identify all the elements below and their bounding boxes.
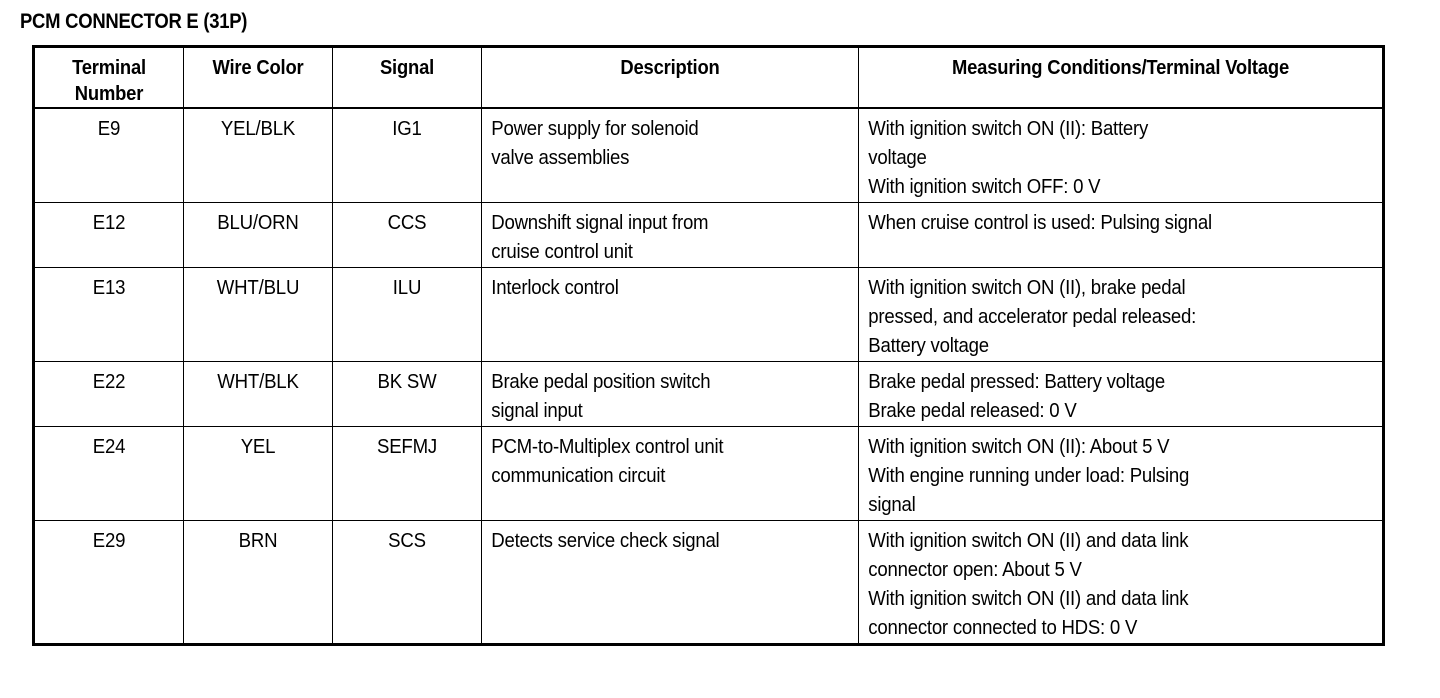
cell-terminal-value: E22: [92, 371, 126, 393]
cell-wire-color-value: WHT/BLU: [216, 277, 300, 299]
cell-measuring: With ignition switch ON (II), brake peda…: [858, 267, 1384, 362]
cell-wire-color-value: BRN: [238, 530, 278, 552]
cell-description-value: Brake pedal position switch signal input: [491, 371, 711, 422]
table-header-row: Terminal Number Wire Color Signal Descri…: [33, 46, 1384, 109]
cell-measuring-value: With ignition switch ON (II): Battery vo…: [868, 118, 1149, 198]
column-header-terminal-number: Terminal Number: [33, 46, 184, 109]
cell-measuring-value: When cruise control is used: Pulsing sig…: [868, 212, 1212, 234]
table-row: E13 WHT/BLU ILU Interlock control With i…: [33, 267, 1384, 362]
pcm-connector-table-wrapper: Terminal Number Wire Color Signal Descri…: [32, 45, 1385, 646]
table-row: E9 YEL/BLK IG1 Power supply for solenoid…: [33, 107, 1384, 203]
table-row: E22 WHT/BLK BK SW Brake pedal position s…: [33, 361, 1384, 427]
cell-measuring: When cruise control is used: Pulsing sig…: [858, 202, 1384, 268]
cell-signal: SCS: [332, 520, 482, 645]
pcm-connector-table: Terminal Number Wire Color Signal Descri…: [32, 45, 1385, 646]
cell-description-value: PCM-to-Multiplex control unit communicat…: [491, 436, 724, 487]
table-row: E12 BLU/ORN CCS Downshift signal input f…: [33, 202, 1384, 268]
cell-signal-value: BK SW: [377, 371, 437, 393]
column-header-description: Description: [481, 46, 859, 109]
cell-description-value: Downshift signal input from cruise contr…: [491, 212, 709, 263]
cell-signal-value: ILU: [392, 277, 422, 299]
cell-wire-color: YEL/BLK: [183, 107, 333, 203]
table-body: E9 YEL/BLK IG1 Power supply for solenoid…: [33, 107, 1384, 645]
cell-signal: ILU: [332, 267, 482, 362]
table-row: E29 BRN SCS Detects service check signal…: [33, 520, 1384, 645]
cell-wire-color-value: YEL: [240, 436, 276, 458]
cell-description: Detects service check signal: [481, 520, 859, 645]
cell-signal: BK SW: [332, 361, 482, 427]
cell-signal: SEFMJ: [332, 426, 482, 521]
cell-measuring: With ignition switch ON (II): Battery vo…: [858, 107, 1384, 203]
cell-terminal-value: E29: [92, 530, 126, 552]
cell-description-value: Power supply for solenoid valve assembli…: [491, 118, 699, 169]
column-header-wire-color-label: Wire Color: [212, 57, 304, 79]
cell-wire-color: BRN: [183, 520, 333, 645]
cell-measuring: Brake pedal pressed: Battery voltage Bra…: [858, 361, 1384, 427]
cell-signal: IG1: [332, 107, 482, 203]
cell-measuring-value: Brake pedal pressed: Battery voltage Bra…: [868, 371, 1165, 422]
cell-description: Brake pedal position switch signal input: [481, 361, 859, 427]
cell-signal-value: SEFMJ: [376, 436, 438, 458]
cell-signal-value: SCS: [388, 530, 426, 552]
cell-terminal-value: E13: [92, 277, 126, 299]
table-header: Terminal Number Wire Color Signal Descri…: [33, 46, 1384, 109]
cell-description: Interlock control: [481, 267, 859, 362]
cell-wire-color: BLU/ORN: [183, 202, 333, 268]
cell-terminal: E29: [33, 520, 184, 645]
cell-description-value: Interlock control: [491, 277, 619, 299]
cell-terminal: E24: [33, 426, 184, 521]
cell-measuring-value: With ignition switch ON (II), brake peda…: [868, 277, 1197, 357]
cell-measuring: With ignition switch ON (II): About 5 V …: [858, 426, 1384, 521]
cell-description: PCM-to-Multiplex control unit communicat…: [481, 426, 859, 521]
column-header-description-label: Description: [620, 57, 720, 79]
cell-terminal: E12: [33, 202, 184, 268]
cell-wire-color-value: BLU/ORN: [217, 212, 299, 234]
cell-terminal: E9: [33, 107, 184, 203]
cell-measuring: With ignition switch ON (II) and data li…: [858, 520, 1384, 645]
cell-measuring-value: With ignition switch ON (II) and data li…: [868, 530, 1189, 639]
cell-wire-color: WHT/BLU: [183, 267, 333, 362]
cell-wire-color: WHT/BLK: [183, 361, 333, 427]
cell-description: Power supply for solenoid valve assembli…: [481, 107, 859, 203]
column-header-wire-color: Wire Color: [183, 46, 333, 109]
cell-signal: CCS: [332, 202, 482, 268]
cell-terminal: E13: [33, 267, 184, 362]
column-header-measuring-conditions: Measuring Conditions/Terminal Voltage: [858, 46, 1384, 109]
column-header-terminal-number-label: Terminal Number: [72, 57, 146, 105]
cell-signal-value: CCS: [387, 212, 427, 234]
page-title: PCM CONNECTOR E (31P): [20, 10, 248, 33]
cell-terminal-value: E24: [92, 436, 126, 458]
cell-terminal-value: E12: [92, 212, 126, 234]
table-row: E24 YEL SEFMJ PCM-to-Multiplex control u…: [33, 426, 1384, 521]
column-header-signal-label: Signal: [379, 57, 435, 79]
column-header-measuring-conditions-label: Measuring Conditions/Terminal Voltage: [951, 57, 1290, 79]
cell-terminal-value: E9: [97, 118, 121, 140]
cell-terminal: E22: [33, 361, 184, 427]
cell-wire-color: YEL: [183, 426, 333, 521]
cell-wire-color-value: YEL/BLK: [220, 118, 296, 140]
cell-wire-color-value: WHT/BLK: [217, 371, 299, 393]
cell-description: Downshift signal input from cruise contr…: [481, 202, 859, 268]
column-header-signal: Signal: [332, 46, 482, 109]
cell-measuring-value: With ignition switch ON (II): About 5 V …: [868, 436, 1190, 516]
cell-signal-value: IG1: [392, 118, 422, 140]
cell-description-value: Detects service check signal: [491, 530, 720, 552]
